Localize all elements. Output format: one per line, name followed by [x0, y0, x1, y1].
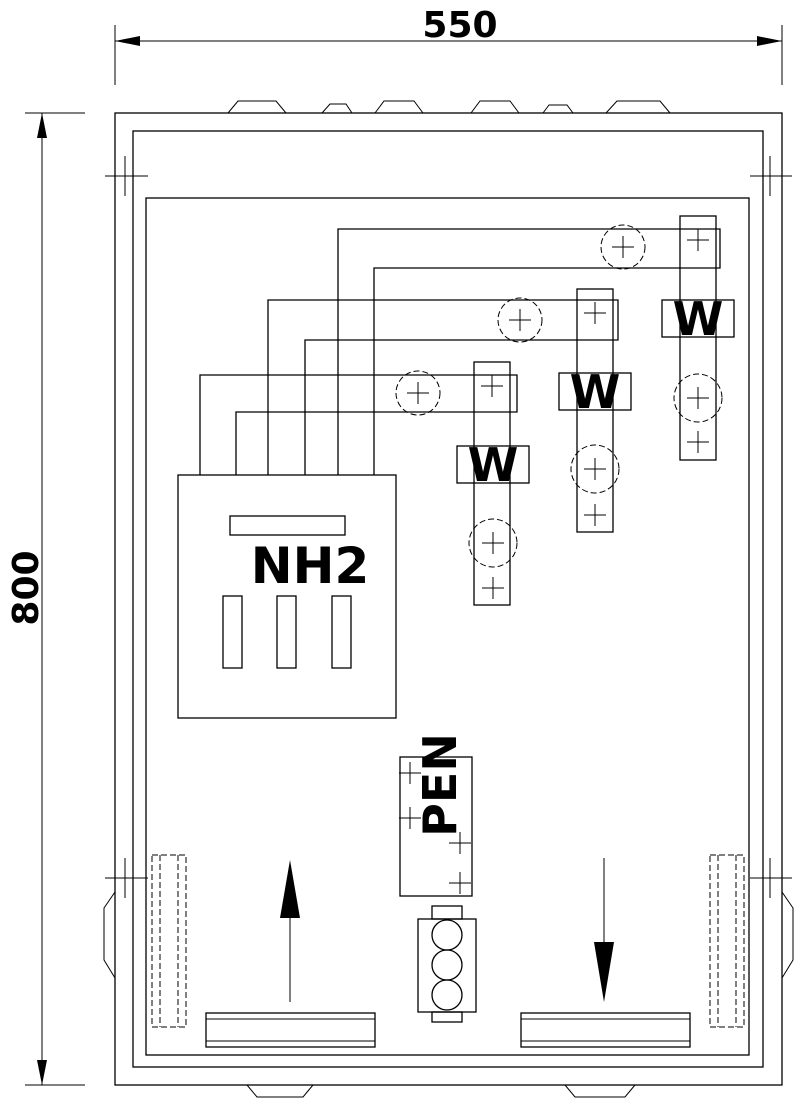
arrowhead-left-icon [115, 36, 140, 46]
screw-cross-icon [482, 577, 504, 599]
screw-cross-icon [687, 387, 709, 409]
screw-cross-icon [407, 382, 429, 404]
screw-cross-icon [584, 302, 606, 324]
width-dimension: 550 [114, 5, 783, 85]
screw-cross-icon [449, 832, 471, 854]
outgoing-label-2: W [570, 365, 621, 419]
screw-cross-icon [449, 872, 471, 894]
busbars [199, 224, 721, 475]
arrowhead-top-icon [37, 113, 47, 138]
outgoing-arrow-icon [594, 858, 614, 1002]
outgoing-label-1: W [468, 438, 519, 492]
width-label: 550 [422, 5, 497, 46]
screw-cross-icon [687, 431, 709, 453]
screw-cross-icon [584, 458, 606, 480]
enclosure-outline [103, 100, 794, 1098]
screw-cross-icon [687, 229, 709, 251]
height-dimension: 800 [6, 112, 85, 1086]
fuse-switch-label: NH2 [251, 537, 369, 595]
pen-label: PEN [413, 733, 467, 837]
outgoing-terminal-1: W [456, 361, 530, 606]
screw-cross-icon [509, 309, 531, 331]
screw-cross-icon [399, 762, 421, 784]
screw-cross-icon [481, 375, 503, 397]
incoming-arrow-icon [280, 860, 300, 1002]
side-rails [151, 854, 745, 1028]
arrowhead-bottom-icon [37, 1060, 47, 1085]
screw-cross-icon [482, 532, 504, 554]
height-label: 800 [6, 550, 47, 625]
screw-cross-icon [399, 807, 421, 829]
mount-cross-icon [105, 156, 792, 898]
screw-cross-icon [584, 504, 606, 526]
outgoing-label-3: W [673, 292, 724, 346]
outgoing-terminal-2: W [558, 288, 632, 533]
screw-cross-icon [612, 236, 634, 258]
nh2-fuse-switch: NH2 [177, 474, 397, 719]
arrowhead-right-icon [757, 36, 782, 46]
terminal-crosses [399, 229, 709, 894]
pen-terminal: PEN [399, 733, 477, 1023]
outgoing-terminal-3: W [661, 215, 735, 461]
cable-entry-plates [205, 1012, 691, 1048]
